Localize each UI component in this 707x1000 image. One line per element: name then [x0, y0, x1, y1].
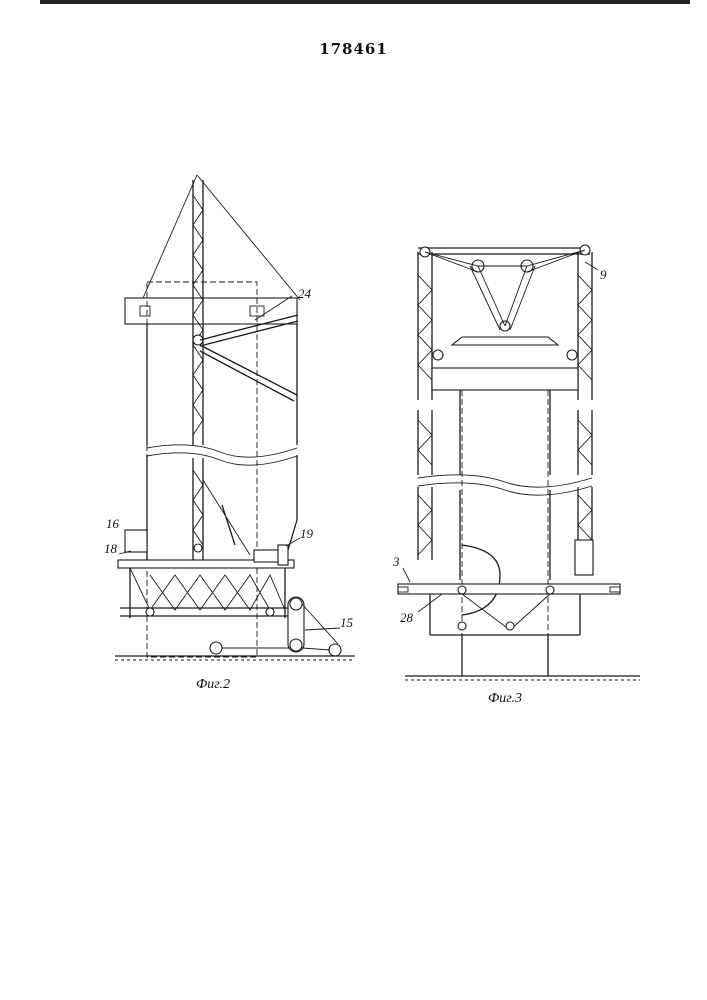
label-19: 19 — [300, 526, 314, 541]
label-15: 15 — [340, 615, 354, 630]
figure-3-caption: Фиг.3 — [488, 691, 522, 706]
right-tower — [567, 252, 592, 545]
label-16: 16 — [106, 516, 120, 531]
label-28: 28 — [400, 610, 414, 625]
left-tower — [418, 252, 443, 560]
label-3: 3 — [392, 554, 400, 569]
figure-3: 9 3 28 Фиг.3 — [392, 245, 640, 706]
figure-2: 24 16 18 19 15 Фиг.2 — [104, 175, 355, 692]
label-18: 18 — [104, 541, 118, 556]
mast-lattice — [193, 180, 203, 560]
label-9: 9 — [600, 267, 607, 282]
label-24: 24 — [298, 286, 312, 301]
figure-2-caption: Фиг.2 — [196, 677, 230, 692]
